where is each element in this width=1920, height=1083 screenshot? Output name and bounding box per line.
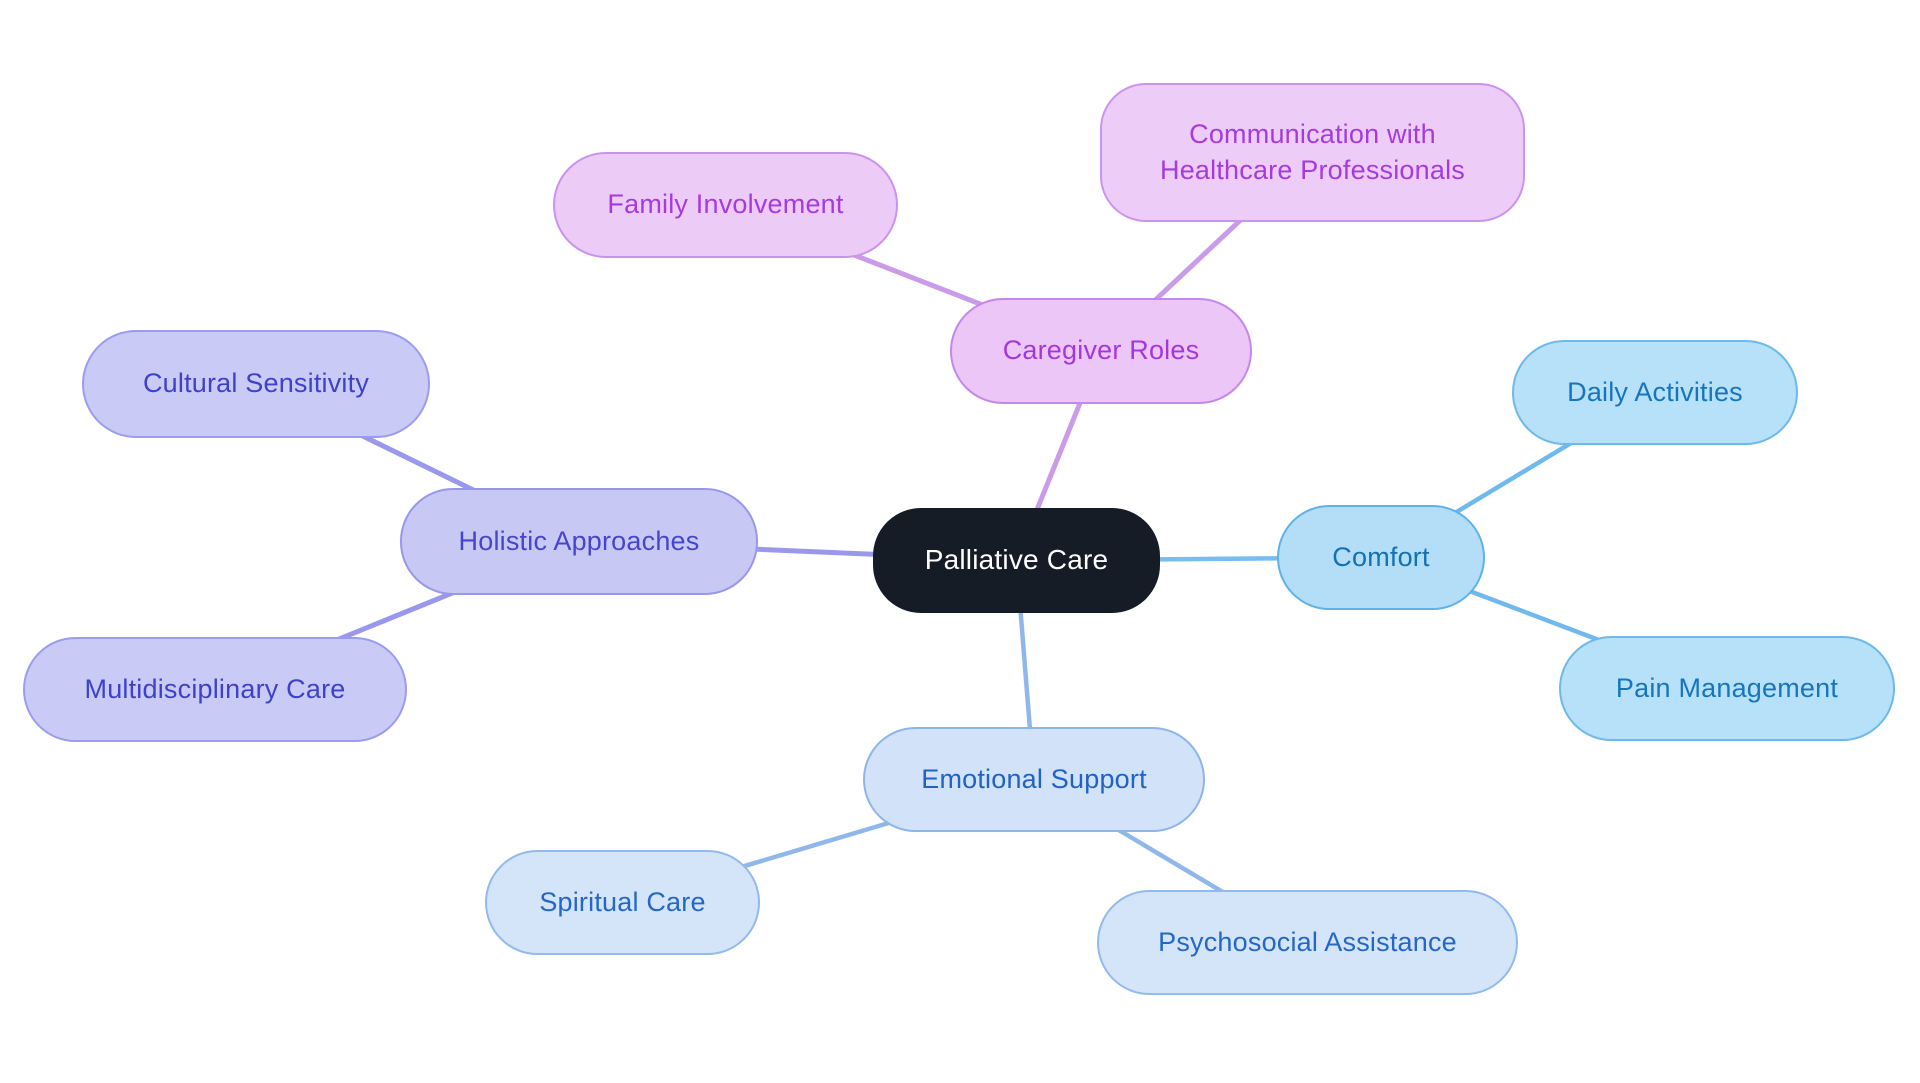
node-label: Caregiver Roles bbox=[1002, 335, 1200, 366]
node-daily-activities[interactable]: Daily Activities bbox=[1512, 340, 1798, 445]
node-palliative-care[interactable]: Palliative Care bbox=[873, 508, 1160, 613]
node-label: Daily Activities bbox=[1567, 376, 1743, 407]
node-holistic-approaches[interactable]: Holistic Approaches bbox=[400, 488, 758, 595]
node-pain-management[interactable]: Pain Management bbox=[1559, 636, 1895, 741]
node-comfort[interactable]: Comfort bbox=[1277, 505, 1485, 610]
node-caregiver-roles[interactable]: Caregiver Roles bbox=[950, 298, 1252, 404]
node-label: Cultural Sensitivity bbox=[142, 368, 370, 399]
node-label: Psychosocial Assistance bbox=[1158, 926, 1457, 957]
node-emotional-support[interactable]: Emotional Support bbox=[863, 727, 1205, 832]
node-label: Holistic Approaches bbox=[458, 525, 700, 556]
node-cultural-sensitivity[interactable]: Cultural Sensitivity bbox=[82, 330, 430, 438]
node-label: Multidisciplinary Care bbox=[84, 673, 346, 704]
node-label: Pain Management bbox=[1615, 672, 1839, 703]
node-multidisciplinary-care[interactable]: Multidisciplinary Care bbox=[23, 637, 407, 742]
node-label: Emotional Support bbox=[921, 763, 1147, 794]
node-psychosocial-assistance[interactable]: Psychosocial Assistance bbox=[1097, 890, 1518, 995]
node-label: Family Involvement bbox=[607, 189, 844, 220]
node-label: Spiritual Care bbox=[539, 886, 706, 917]
node-family-involvement[interactable]: Family Involvement bbox=[553, 152, 898, 258]
node-label: Palliative Care bbox=[924, 544, 1109, 576]
node-label: Comfort bbox=[1332, 541, 1430, 572]
node-communication-with-healthcare-professionals[interactable]: Communication with Healthcare Profession… bbox=[1100, 83, 1525, 222]
node-label: Communication with Healthcare Profession… bbox=[1160, 118, 1465, 185]
node-spiritual-care[interactable]: Spiritual Care bbox=[485, 850, 760, 955]
